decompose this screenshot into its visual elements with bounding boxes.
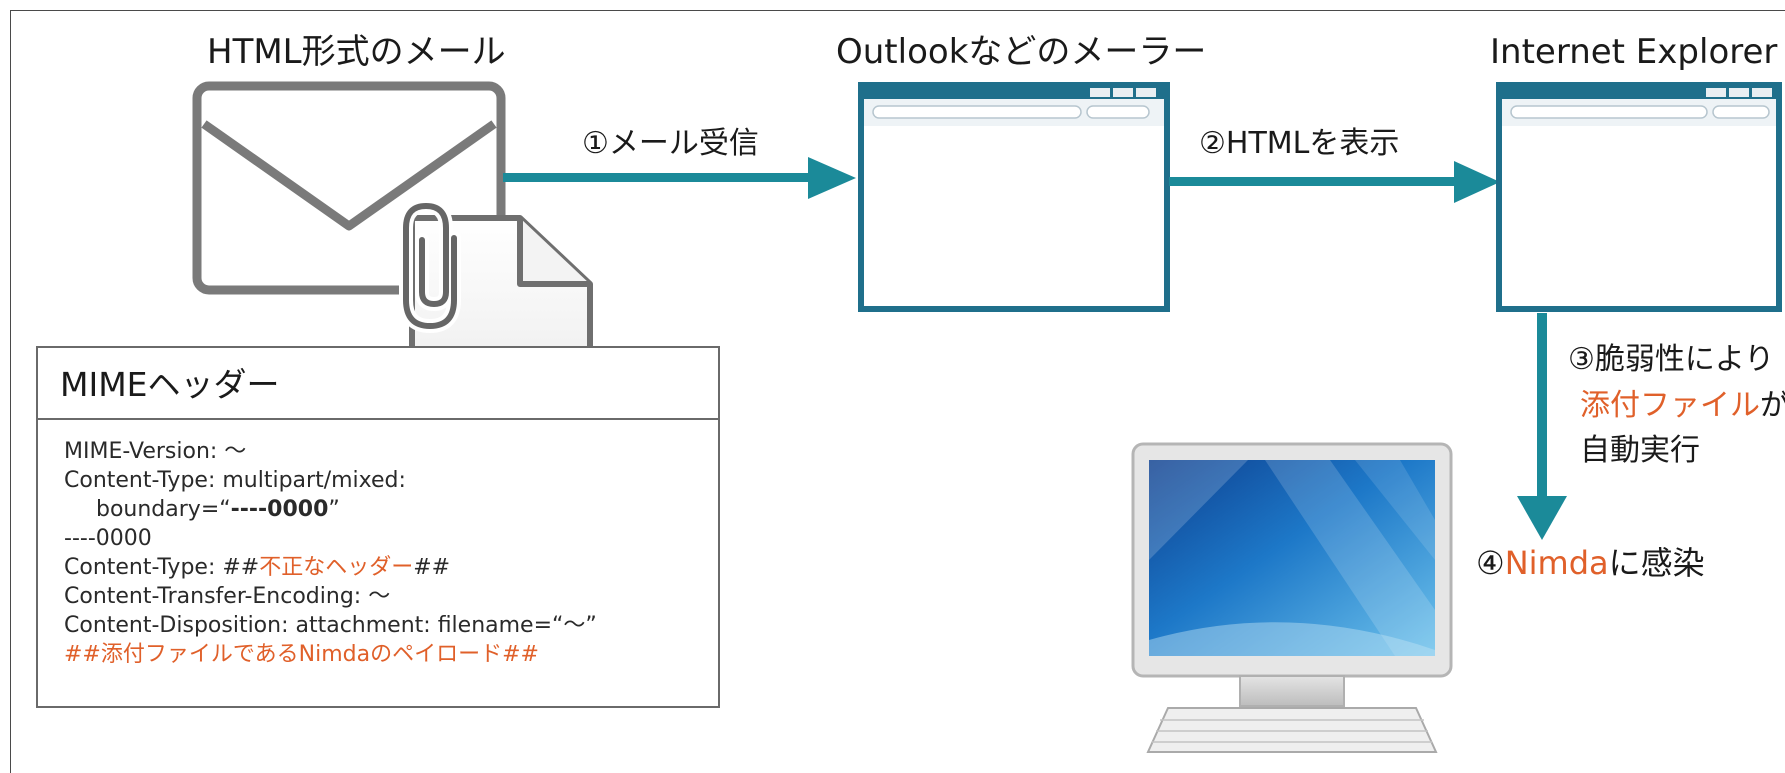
mime-boundary-prefix: boundary=“: [96, 497, 231, 522]
step3-line2: 添付ファイルが: [1580, 391, 1785, 421]
mime-line: Content-Type: ##不正なヘッダー##: [64, 553, 597, 582]
arrow-execute: [1517, 313, 1567, 540]
mime-boundary-value: ----0000: [230, 497, 329, 522]
mime-boundary-suffix: ”: [328, 497, 340, 522]
paperclip-icon: [399, 198, 461, 334]
mailer-window-icon: [858, 82, 1170, 312]
diagram-frame: [10, 10, 1785, 773]
browser-window-icon: [1496, 82, 1782, 312]
mime-line: MIME-Version: ～: [64, 439, 247, 464]
mime-line: Content-Transfer-Encoding: ～: [64, 584, 391, 609]
browser-label: Internet Explorer: [1490, 32, 1778, 72]
mime-line: Content-Type: multipart/mixed:: [64, 468, 406, 493]
mime-line: Content-Disposition: attachment: filenam…: [64, 613, 597, 638]
step3-line1: ③脆弱性により: [1568, 342, 1775, 377]
mime-header-lines: MIME-Version: ～ Content-Type: multipart/…: [64, 437, 597, 669]
mime-line8-prefix: ##: [64, 642, 101, 667]
mime-line: ----0000: [64, 526, 152, 551]
computer-icon: [1131, 442, 1453, 753]
mime-line5-suffix: ##: [413, 555, 451, 580]
mailer-label: Outlookなどのメーラー: [836, 32, 1207, 72]
step4-suffix: に感染: [1608, 544, 1705, 582]
step3-line3: 自動実行: [1580, 433, 1700, 468]
mime-line: boundary=“----0000”: [64, 495, 597, 524]
mime-header-titlebar: MIMEヘッダー: [38, 348, 718, 420]
mime-header-title: MIMEヘッダー: [60, 365, 280, 404]
step3-suffix: が: [1760, 388, 1785, 423]
mime-line5-highlight: 不正なヘッダー: [259, 555, 414, 580]
mime-header-box: MIMEヘッダー MIME-Version: ～ Content-Type: m…: [36, 346, 720, 708]
step4-label: ④Nimdaに感染: [1476, 547, 1705, 579]
mime-line: ##添付ファイルであるNimdaのペイロード##: [64, 640, 597, 669]
mime-line8-highlight: 添付ファイルであるNimdaのペイロード: [100, 642, 503, 667]
step4-prefix: ④: [1476, 544, 1505, 582]
step4-highlight: Nimda: [1504, 544, 1609, 582]
mime-line8-suffix: ##: [502, 642, 539, 667]
step2-label: ②HTMLを表示: [1199, 126, 1400, 161]
step1-label: ①メール受信: [582, 126, 759, 161]
mime-line5-prefix: Content-Type: ##: [64, 555, 260, 580]
html-mail-label: HTML形式のメール: [207, 32, 506, 72]
arrow-receive: [503, 157, 856, 199]
step3-highlight: 添付ファイル: [1580, 388, 1760, 423]
arrow-display: [1169, 161, 1500, 203]
